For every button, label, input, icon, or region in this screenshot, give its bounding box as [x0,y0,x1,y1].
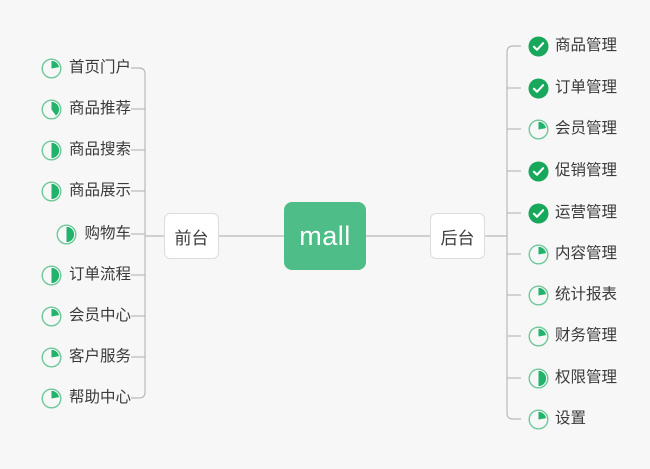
frontend-leaf-item[interactable]: 客户服务 [41,345,131,369]
backend-leaf-item-label: 运营管理 [555,204,618,221]
check-circle-icon [528,78,549,98]
pie-progress-icon [41,346,62,368]
frontend-leaf-item[interactable]: 商品搜索 [41,138,131,162]
backend-leaf-item-label: 内容管理 [555,245,618,262]
backend-leaf-item[interactable]: 权限管理 [528,366,617,390]
mall-center-node[interactable]: mall [284,202,366,270]
pie-progress-icon [41,57,62,79]
backend-leaf-item-label: 权限管理 [555,369,618,386]
backend-leaf-item-label: 财务管理 [555,327,618,344]
pie-progress-icon [528,118,549,140]
frontend-leaf-item-label: 订单流程 [68,266,131,283]
branch-root-frontend-label: 前台 [174,228,209,248]
frontend-leaf-item[interactable]: 会员中心 [41,304,131,328]
backend-leaf-item[interactable]: 促销管理 [528,159,617,183]
backend-leaf-item[interactable]: 商品管理 [528,34,617,58]
pie-progress-icon [528,325,549,347]
pie-progress-icon [528,243,549,265]
pie-progress-icon [41,98,62,120]
backend-leaf-item[interactable]: 订单管理 [528,76,617,100]
frontend-leaf-item[interactable]: 商品展示 [41,179,131,203]
backend-leaf-item[interactable]: 统计报表 [528,283,617,307]
pie-progress-icon [528,284,549,306]
pie-progress-icon [56,223,77,245]
backend-leaf-item-label: 订单管理 [555,79,618,96]
frontend-leaf-item-label: 帮助中心 [68,389,131,406]
backend-leaf-item[interactable]: 设置 [528,407,586,431]
pie-progress-icon [528,408,549,430]
branch-root-frontend[interactable]: 前台 [164,213,219,259]
backend-leaf-item-label: 商品管理 [555,37,618,54]
frontend-leaf-item[interactable]: 购物车 [56,222,131,246]
backend-leaf-item[interactable]: 内容管理 [528,242,617,266]
pie-progress-icon [41,387,62,409]
pie-progress-icon [528,367,549,389]
frontend-leaf-item-label: 首页门户 [68,59,131,76]
backend-leaf-item-label: 设置 [555,410,587,427]
frontend-leaf-item-label: 商品展示 [68,182,131,199]
mall-center-label: mall [299,220,351,251]
branch-root-backend-label: 后台 [440,228,475,248]
backend-leaf-item[interactable]: 运营管理 [528,201,617,225]
frontend-leaf-item-label: 购物车 [84,225,131,242]
backend-leaf-item-label: 促销管理 [555,162,618,179]
branch-root-backend[interactable]: 后台 [430,213,485,259]
backend-leaf-item-label: 统计报表 [555,286,618,303]
backend-leaf-item[interactable]: 财务管理 [528,324,617,348]
frontend-leaf-item[interactable]: 商品推荐 [41,97,131,121]
frontend-leaf-item-label: 商品搜索 [68,141,131,158]
frontend-leaf-item-label: 商品推荐 [68,100,131,117]
check-circle-icon [528,203,549,223]
frontend-leaf-item[interactable]: 订单流程 [41,263,131,287]
check-circle-icon [528,36,549,56]
check-circle-icon [528,161,549,181]
pie-progress-icon [41,264,62,286]
frontend-leaf-item[interactable]: 帮助中心 [41,386,131,410]
backend-leaf-item-label: 会员管理 [555,120,618,137]
backend-leaf-item[interactable]: 会员管理 [528,117,617,141]
pie-progress-icon [41,180,62,202]
pie-progress-icon [41,139,62,161]
frontend-leaf-item-label: 会员中心 [68,307,131,324]
pie-progress-icon [41,305,62,327]
frontend-leaf-item[interactable]: 首页门户 [41,56,131,80]
frontend-leaf-item-label: 客户服务 [68,348,131,365]
